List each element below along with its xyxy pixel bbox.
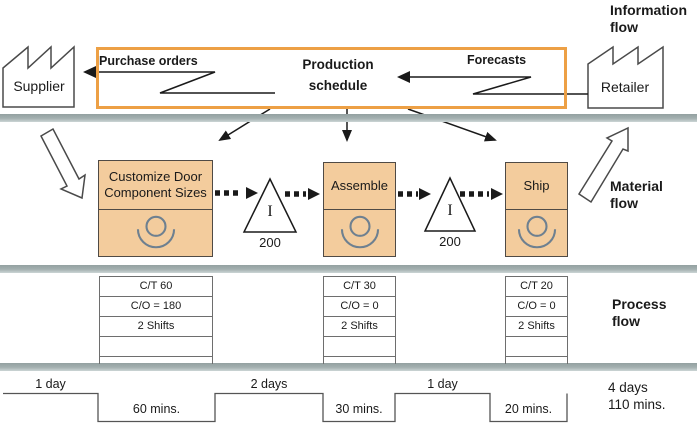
lead-time-label-3: 1 day [427, 377, 458, 391]
process-flow-label: Process flow [612, 296, 667, 329]
data-row: C/T 60 [100, 277, 212, 297]
data-box-stub [506, 357, 567, 364]
total-process-time: 110 mins. [608, 397, 666, 412]
process-box-ship: Ship [505, 162, 568, 257]
data-row: 2 Shifts [324, 317, 395, 337]
inventory-symbol-1: I [267, 203, 273, 220]
flow-divider-1 [0, 114, 697, 122]
push-arrow-2 [285, 188, 320, 200]
data-row: C/O = 0 [324, 297, 395, 317]
data-row-empty [100, 337, 212, 357]
timeline-totals: 4 days 110 mins. [608, 379, 666, 413]
flow-divider-2 [0, 265, 697, 273]
operator-icon [340, 215, 379, 249]
inventory-triangle-2 [423, 176, 477, 232]
operator-icon [136, 215, 175, 249]
data-row: 2 Shifts [100, 317, 212, 337]
data-box-3: C/T 20 C/O = 0 2 Shifts [505, 276, 568, 364]
data-row: C/O = 0 [506, 297, 567, 317]
inventory-quantity-2: 200 [439, 234, 461, 249]
process-box-customize: Customize Door Component Sizes [98, 160, 213, 257]
lead-time-label-1: 1 day [35, 377, 66, 391]
outbound-shipment-arrow [577, 126, 629, 204]
data-box-stub [324, 357, 395, 364]
information-flow-label: Information flow [610, 2, 687, 35]
retailer-factory-icon [587, 45, 664, 109]
lead-time-label-2: 2 days [250, 377, 288, 391]
data-row: C/T 30 [324, 277, 395, 297]
data-row-empty [506, 337, 567, 357]
purchase-orders-label: Purchase orders [99, 54, 198, 68]
push-arrow-3 [398, 188, 431, 200]
inventory-symbol-2: I [447, 202, 453, 219]
data-box-2: C/T 30 C/O = 0 2 Shifts [323, 276, 396, 364]
process-title: Ship [506, 163, 567, 210]
process-box-assemble: Assemble [323, 162, 396, 257]
push-arrow-1 [215, 187, 258, 199]
process-time-label-3: 20 mins. [504, 402, 553, 416]
process-title: Customize Door Component Sizes [99, 161, 212, 210]
retailer-label: Retailer [600, 79, 650, 95]
data-box-stub [100, 357, 212, 364]
process-title: Assemble [324, 163, 395, 210]
forecasts-label: Forecasts [467, 53, 527, 67]
inbound-shipment-arrow [40, 127, 86, 200]
data-box-1: C/T 60 C/O = 180 2 Shifts [99, 276, 213, 364]
purchase-orders-arrow [83, 66, 275, 94]
operator-icon [517, 215, 556, 249]
data-row: 2 Shifts [506, 317, 567, 337]
data-row: C/O = 180 [100, 297, 212, 317]
timeline-line [3, 392, 568, 423]
total-lead-time: 4 days [608, 380, 648, 395]
supplier-label: Supplier [13, 78, 65, 94]
flow-divider-3 [0, 363, 697, 371]
process-time-label-2: 30 mins. [335, 402, 383, 416]
material-flow-label: Material flow [610, 178, 663, 211]
supplier-factory-icon [2, 45, 75, 108]
production-schedule-box [96, 47, 567, 109]
push-arrow-4 [460, 188, 503, 200]
data-row-empty [324, 337, 395, 357]
inventory-quantity-1: 200 [259, 235, 281, 250]
process-time-label-1: 60 mins. [132, 402, 181, 416]
forecasts-arrow [397, 71, 588, 95]
data-row: C/T 20 [506, 277, 567, 297]
inventory-triangle-1 [242, 177, 298, 233]
production-schedule-label: Production schedule [302, 57, 374, 93]
